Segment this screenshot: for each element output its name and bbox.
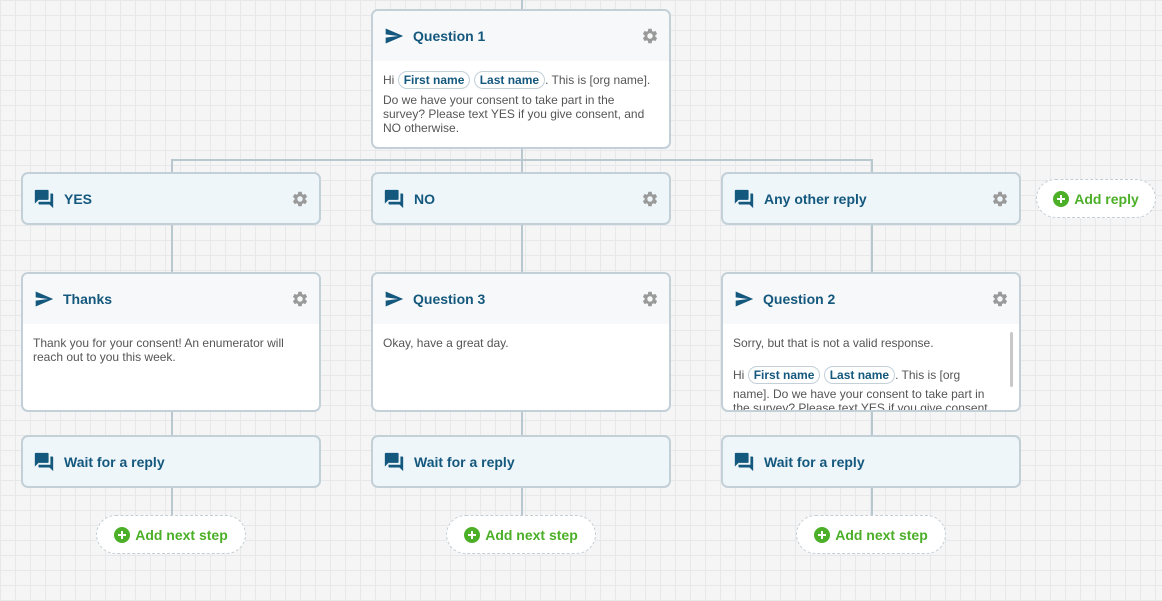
chat-bubbles-icon [34,189,54,208]
question-1-card[interactable]: Question 1 Hi First name Last name. This… [371,9,671,149]
connector-no-in [521,159,523,174]
message-text: . This is [org name]. [545,73,651,87]
question-1-header: Question 1 [373,11,669,61]
wait-for-reply-label: Wait for a reply [414,453,515,470]
thanks-header: Thanks [23,274,319,324]
chat-bubbles-icon [384,452,404,471]
send-icon [385,28,404,44]
chat-bubbles-icon [734,189,754,208]
connector-col3-c [871,487,873,517]
reply-no[interactable]: NO [371,172,671,225]
gear-icon[interactable] [991,290,1009,308]
thanks-title: Thanks [63,291,113,307]
connector-col3-b [871,410,873,437]
plus-circle-icon [1053,190,1070,207]
question-1-message: Hi First name Last name. This is [org na… [373,61,669,135]
connector-col1-b [171,410,173,437]
reply-yes[interactable]: YES [21,172,321,225]
add-next-step-label: Add next step [485,526,578,543]
gear-icon[interactable] [991,190,1009,208]
question-2-message: Sorry, but that is not a valid response.… [723,324,1019,412]
add-next-step-label: Add next step [135,526,228,543]
question-2-title: Question 2 [763,291,836,307]
gear-icon[interactable] [641,190,659,208]
wait-for-reply-1[interactable]: Wait for a reply [21,435,321,488]
add-reply-button[interactable]: Add reply [1036,179,1156,218]
message-scrollbar[interactable] [1010,332,1013,387]
connector-col2-b [521,410,523,437]
message-text: . This is [org [895,368,961,382]
thanks-card[interactable]: Thanks Thank you for your consent! An en… [21,272,321,412]
add-next-step-button-1[interactable]: Add next step [96,515,246,554]
connector-col1-c [171,487,173,517]
reply-no-label: NO [414,190,435,207]
question-3-header: Question 3 [373,274,669,324]
gear-icon[interactable] [291,190,309,208]
gear-icon[interactable] [291,290,309,308]
plus-circle-icon [114,526,131,543]
reply-any-other-label: Any other reply [764,190,867,207]
chat-bubbles-icon [34,452,54,471]
wait-for-reply-label: Wait for a reply [764,453,865,470]
connector-col2-a [521,224,523,274]
chat-bubbles-icon [734,452,754,471]
question-3-card[interactable]: Question 3 Okay, have a great day. [371,272,671,412]
question-3-title: Question 3 [413,291,486,307]
message-text: Sorry, but that is not a valid response. [733,336,934,350]
last-name-variable: Last name [473,71,546,89]
message-text: name]. Do we have your consent to take p… [733,387,991,412]
reply-yes-label: YES [64,190,93,207]
connector-yes-in [171,159,173,174]
connector-col3-a [871,224,873,274]
connector-col1-a [171,224,173,274]
add-reply-label: Add reply [1074,190,1139,207]
message-text: Do we have your consent to take part in … [383,93,645,135]
connector-col2-c [521,487,523,517]
gear-icon[interactable] [641,27,659,45]
plus-circle-icon [464,526,481,543]
send-icon [735,291,754,307]
wait-for-reply-2[interactable]: Wait for a reply [371,435,671,488]
question-2-header: Question 2 [723,274,1019,324]
send-icon [35,291,54,307]
add-next-step-button-3[interactable]: Add next step [796,515,946,554]
add-next-step-button-2[interactable]: Add next step [446,515,596,554]
gear-icon[interactable] [641,290,659,308]
add-next-step-label: Add next step [835,526,928,543]
connector-q1-down [521,147,523,160]
send-icon [385,291,404,307]
connector-top [521,0,523,11]
message-line: Hi First name Last name. This is [org [733,366,1003,384]
first-name-variable: First name [747,366,821,384]
first-name-variable: First name [397,71,471,89]
last-name-variable: Last name [823,366,896,384]
connector-other-in [871,159,873,174]
plus-circle-icon [814,526,831,543]
wait-for-reply-3[interactable]: Wait for a reply [721,435,1021,488]
message-text: Hi [733,368,745,382]
wait-for-reply-label: Wait for a reply [64,453,165,470]
thanks-message: Thank you for your consent! An enumerato… [33,336,284,364]
question-3-message: Okay, have a great day. [383,336,509,350]
question-2-card[interactable]: Question 2 Sorry, but that is not a vali… [721,272,1021,412]
reply-any-other[interactable]: Any other reply [721,172,1021,225]
question-1-title: Question 1 [413,28,486,44]
message-text: Hi [383,73,395,87]
chat-bubbles-icon [384,189,404,208]
